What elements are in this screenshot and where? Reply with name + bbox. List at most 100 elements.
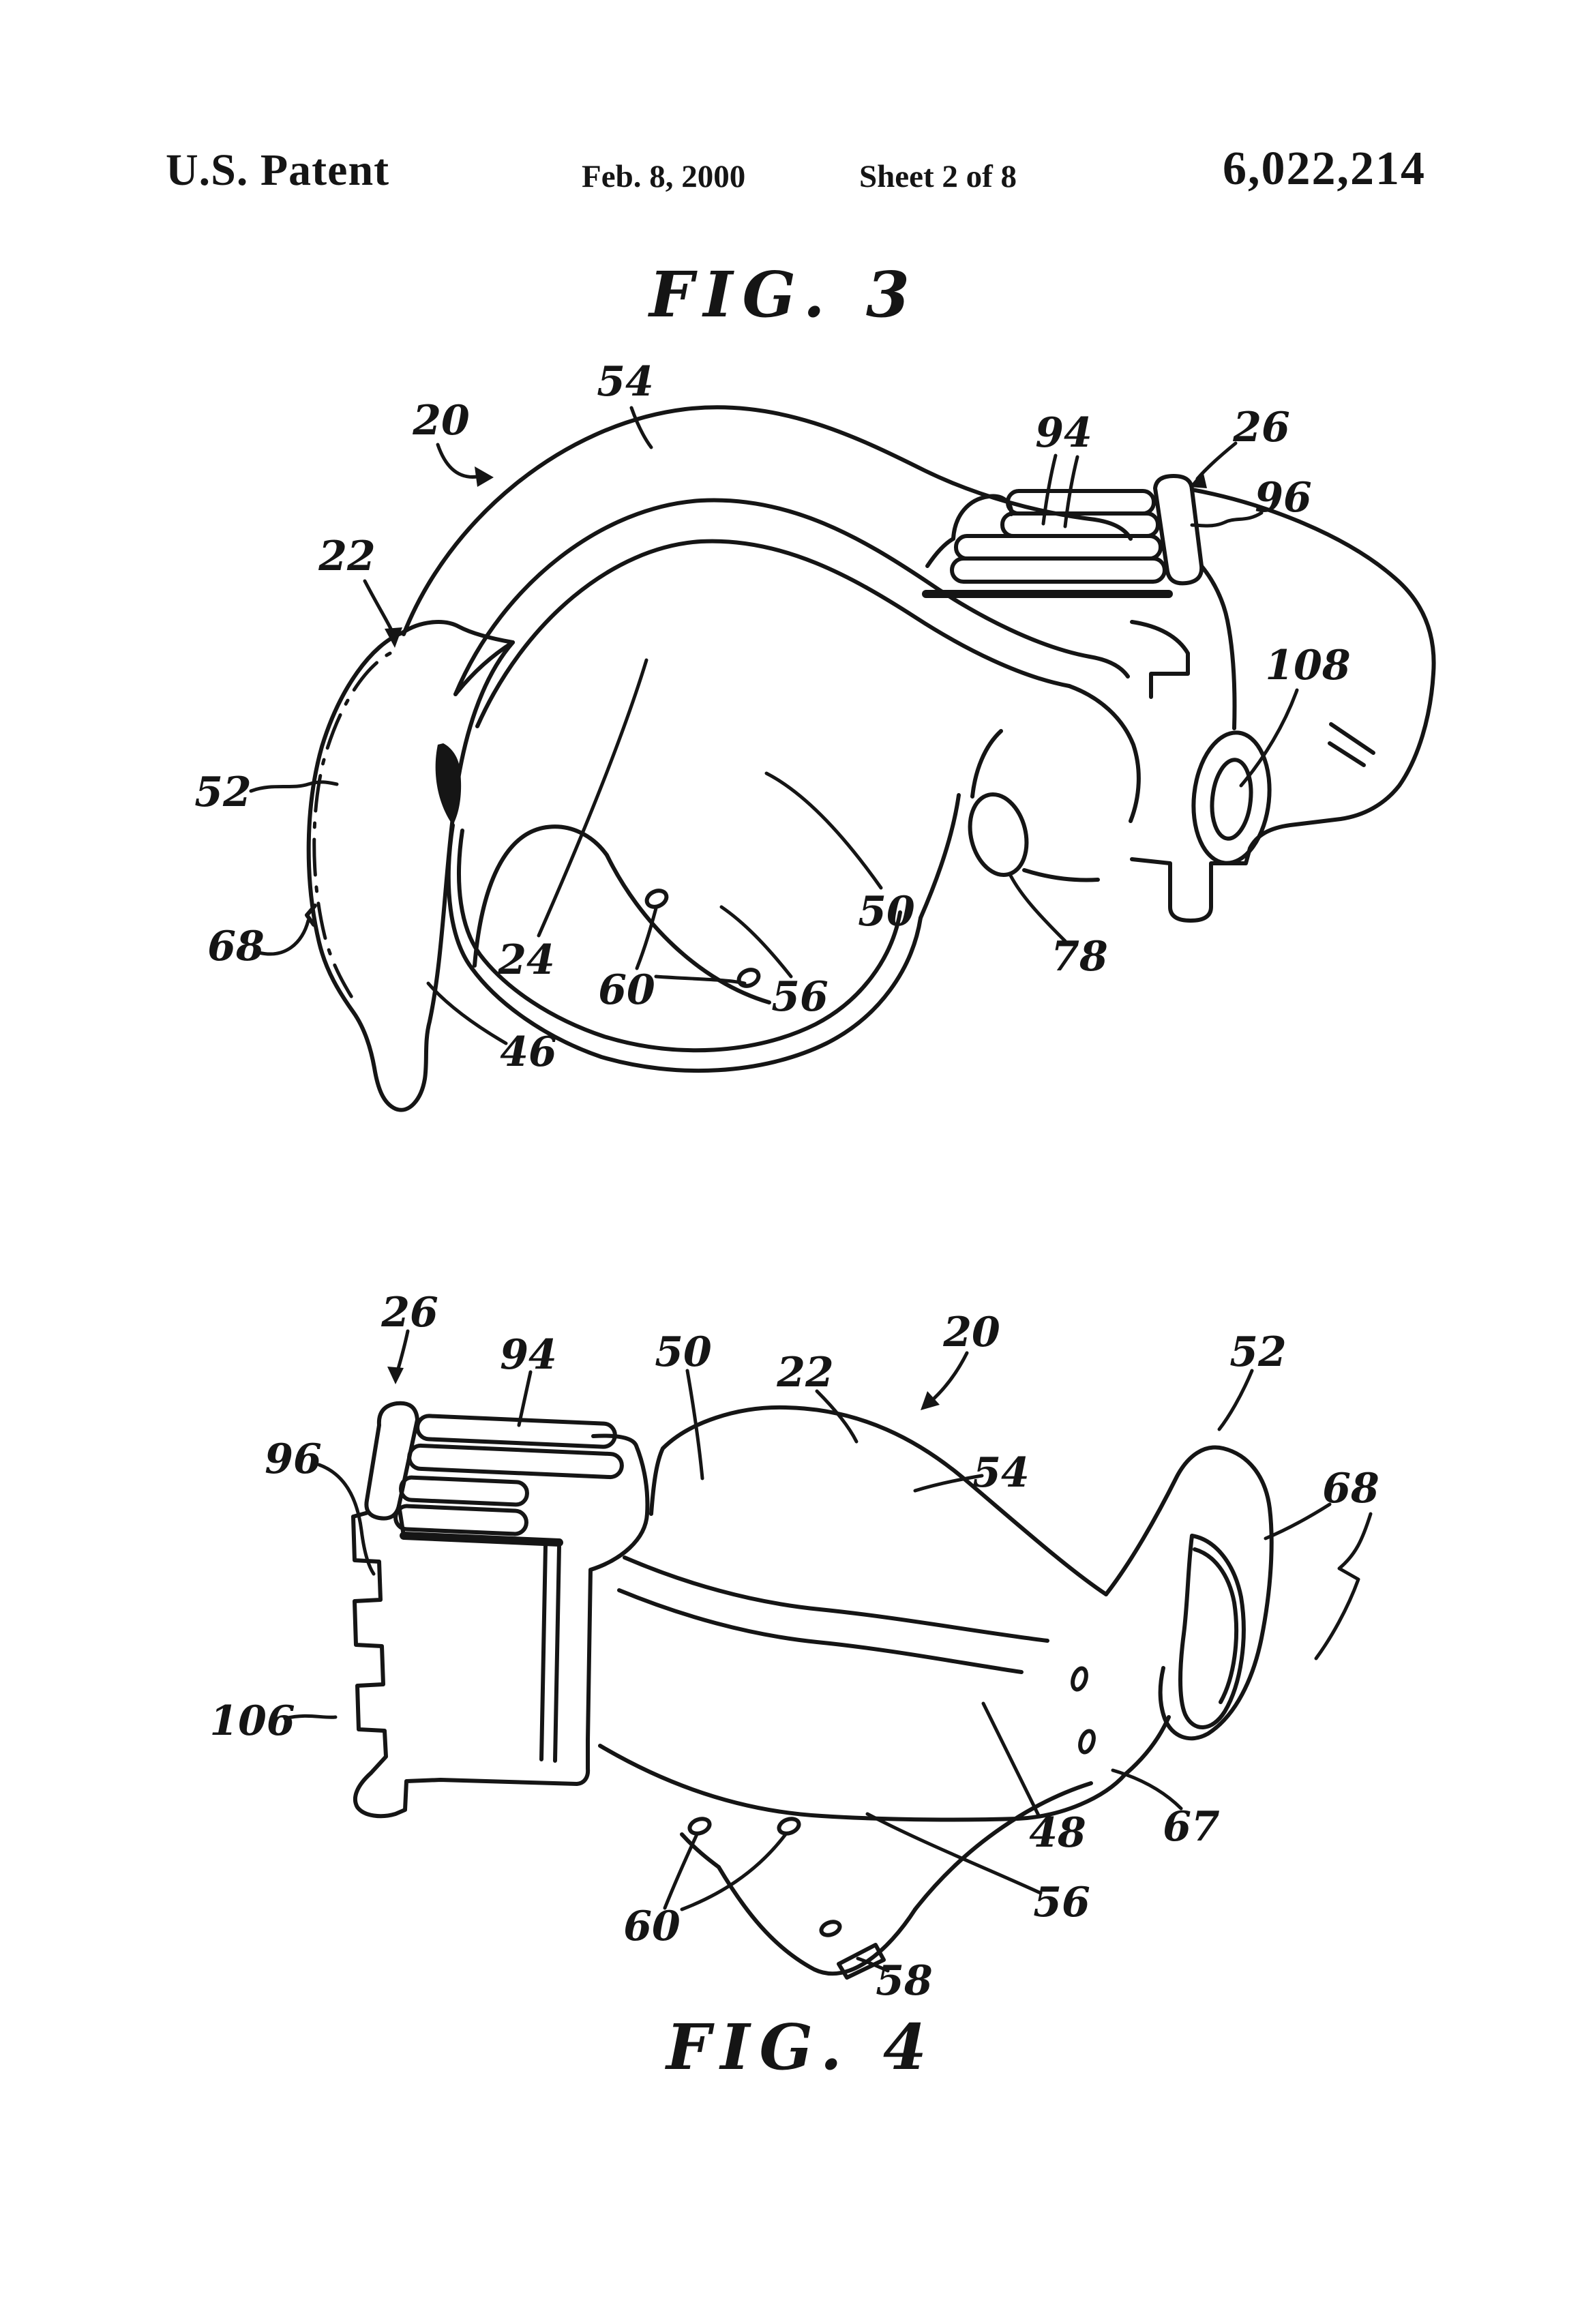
fig3-arrowhead-22 [385, 627, 402, 648]
fig4-leader-22 [815, 1389, 859, 1444]
fig3-leader-94b [1063, 455, 1079, 528]
fig3-leader-52 [249, 780, 339, 793]
patent-header-date: Feb. 8, 2000 [582, 159, 746, 194]
fig3-leader-68 [254, 919, 310, 956]
fig3-port-108-outer [1191, 730, 1272, 865]
patent-header-sheet: Sheet 2 of 8 [859, 159, 1017, 194]
fig3-leader-54 [629, 406, 653, 449]
fig4-dome-outline [649, 1405, 1108, 1596]
fig4-grip-rib-1 [415, 1414, 617, 1449]
fig4-block-front-edge [397, 1504, 406, 1538]
fig3-housing-hatch-1 [1329, 722, 1375, 755]
fig3-leader-94a [1041, 453, 1058, 526]
fig4-grip-rib-2 [407, 1443, 624, 1480]
fig4-leader-52 [1217, 1369, 1254, 1431]
fig3-arrowhead-20 [475, 466, 494, 487]
fig3-housing-hatch-2 [1328, 741, 1366, 767]
fig3-leader-60b [654, 974, 747, 985]
fig4-leader-94 [517, 1370, 533, 1427]
fig4-rivet-1 [687, 1817, 712, 1836]
fig3-rivet-2 [736, 968, 761, 988]
fig3-stub-78 [968, 792, 1029, 878]
fig3-band-lower [475, 539, 1071, 728]
fig4-grip-rib-4 [393, 1504, 528, 1536]
fig4-leader-96 [317, 1463, 376, 1576]
fig3-leader-56 [719, 905, 793, 979]
fig3-plateau-edge-left [925, 537, 955, 568]
fig4-leader-26 [395, 1329, 410, 1375]
fig4-scoop-right-rise [913, 1781, 1093, 1911]
figure4-caption: FIG. 4 [666, 2010, 936, 2084]
fig4-tab-58 [837, 1943, 886, 1980]
fig4-hole-1 [1071, 1666, 1088, 1692]
figure3-drawing [249, 405, 1436, 1112]
fig4-arrowhead-26 [387, 1367, 404, 1384]
fig3-band-right-saddle [1067, 684, 1141, 823]
fig3-rivet-1 [644, 889, 669, 909]
fig3-leader-22 [363, 579, 395, 635]
fig3-heel-notch [305, 904, 317, 927]
fig4-body-lower-curve [598, 1744, 1127, 1822]
fig3-arrowhead-26 [1189, 471, 1207, 488]
fig4-hole-2 [1078, 1729, 1096, 1755]
fig3-band-end-cap [435, 743, 462, 825]
fig4-leader-50 [685, 1369, 704, 1480]
fig4-scoop-left-edge [680, 1832, 721, 1869]
fig3-heel-flange-hidden-line [312, 651, 392, 1006]
fig3-arch-left-inner [453, 640, 515, 696]
fig4-block-top-right [586, 1433, 650, 1742]
fig3-leader-24 [537, 658, 648, 938]
fig4-leader-68a [1264, 1502, 1332, 1540]
fig3-stub-top-line [970, 729, 1003, 799]
fig3-leader-78 [1009, 874, 1067, 943]
fig4-slot-68-outer [1178, 1534, 1246, 1729]
fig4-block-steps-106 [351, 1510, 591, 1819]
fig3-heel-flange-top [400, 620, 515, 644]
fig3-leader-46 [426, 981, 508, 1045]
fig4-leader-60b [680, 1832, 788, 1911]
fig4-rivet-3 [819, 1920, 842, 1937]
fig3-bowl-outer-rim [446, 823, 923, 1073]
fig3-grip-rib-4 [950, 556, 1167, 584]
fig4-leader-20 [928, 1351, 969, 1404]
figure3-caption: FIG. 3 [649, 258, 919, 331]
fig4-band-upper [623, 1555, 1049, 1643]
patent-header-title: U.S. Patent [166, 145, 390, 195]
fig3-bowl-right-rise [919, 793, 961, 920]
fig3-leader-50 [764, 771, 883, 890]
figure4-drawing [283, 1329, 1373, 1980]
fig3-housing-face-edge [1199, 564, 1237, 730]
fig4-leader-67 [1111, 1768, 1183, 1811]
fig4-slot-68-inner [1193, 1547, 1239, 1704]
fig4-hook-outer [1104, 1445, 1274, 1741]
fig3-bowl-left-wall [473, 824, 609, 968]
fig3-leader-60a [635, 906, 658, 970]
fig3-bowl-inner-rim [457, 829, 902, 1053]
fig4-block-groove-b [553, 1545, 561, 1763]
fig3-grip-rib-1 [1006, 489, 1156, 516]
fig4-leader-68b [1314, 1512, 1373, 1660]
fig3-stub-bottom-line [1022, 868, 1100, 882]
fig4-leader-54 [913, 1474, 984, 1493]
fig3-band-upper [453, 498, 1130, 696]
fig3-housing-step [1130, 620, 1190, 699]
fig3-port-108-inner [1210, 758, 1253, 841]
fig3-housing-outline [1130, 488, 1436, 923]
fig4-hook-inner [1123, 1715, 1171, 1776]
fig4-block-groove-a [539, 1543, 548, 1761]
fig4-leader-56 [865, 1812, 1043, 1895]
fig4-scoop-outline [717, 1865, 917, 1976]
fig3-heel-flange-outline [306, 631, 515, 1112]
fig4-rivet-2 [777, 1817, 801, 1836]
fig4-plateau-base-edge [400, 1532, 563, 1547]
fig3-leader-96 [1190, 511, 1264, 528]
fig3-arch-outer [402, 405, 1133, 636]
fig3-leader-108 [1239, 688, 1299, 788]
fig4-arrowhead-20 [921, 1391, 940, 1410]
fig4-leader-58 [856, 1956, 890, 1973]
fig3-leader-20 [436, 443, 479, 479]
fig4-leader-48 [981, 1701, 1041, 1819]
fig3-bowl-pocket-curve [605, 853, 771, 1004]
